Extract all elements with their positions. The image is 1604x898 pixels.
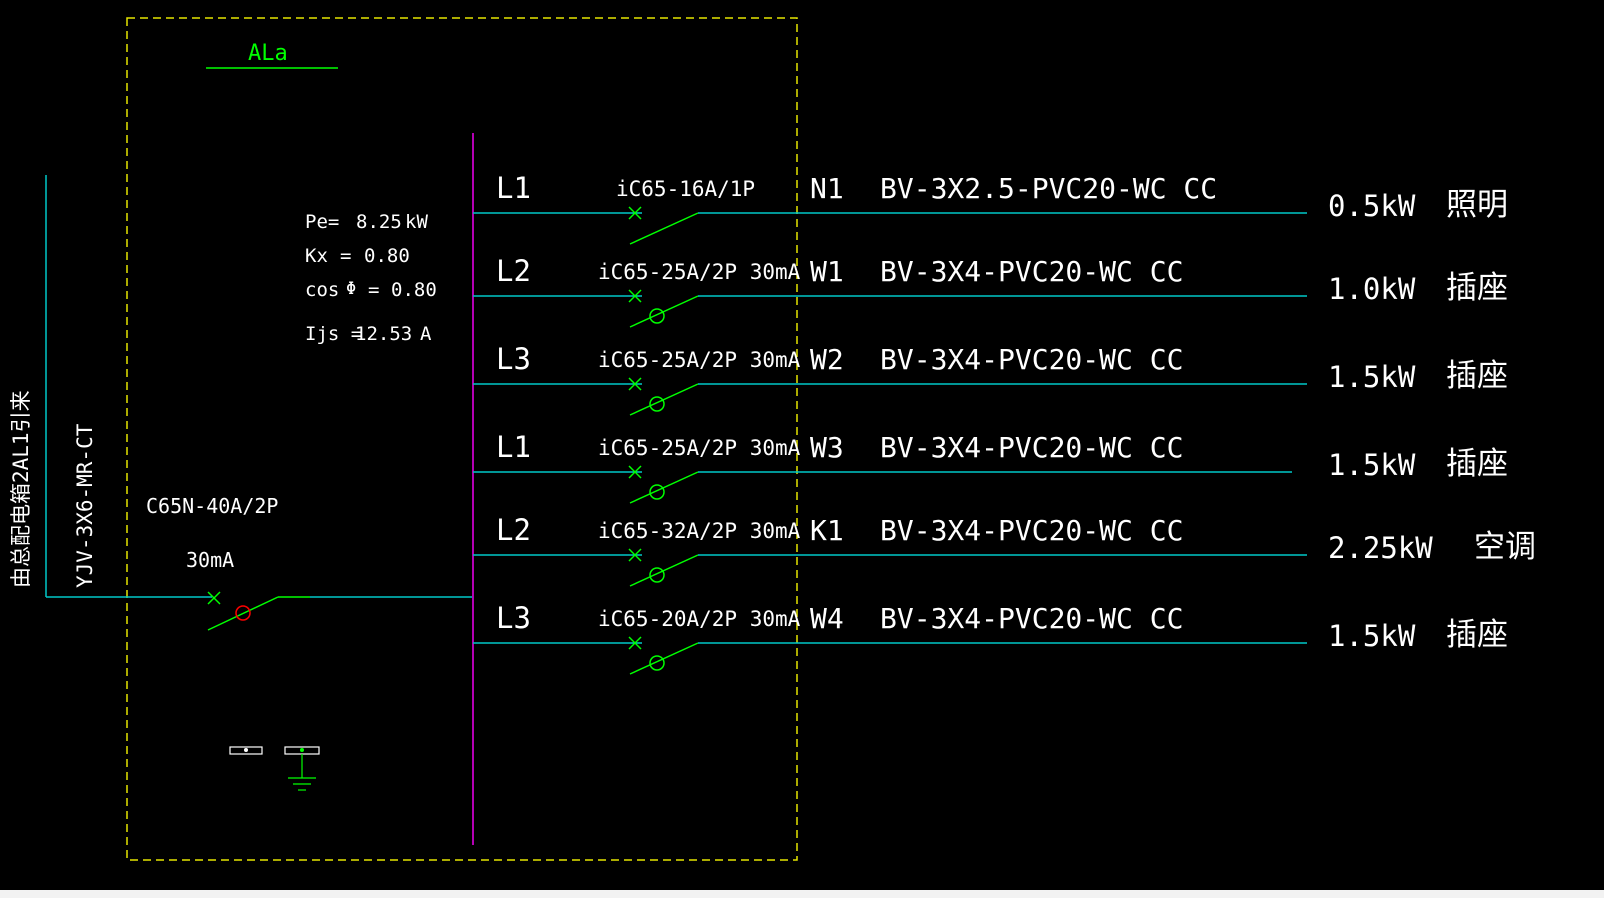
circuit-row: L3 iC65-20A/2P 30mA W4 BV-3X4-PVC20-WC CC 1.…: [473, 601, 1508, 675]
kx-value: 0.80: [364, 245, 410, 267]
panel-parameters: Pe= 8.25 kW Kx = 0.80 cos Φ = 0.80 Ijs =…: [305, 211, 437, 345]
breaker-cross: [628, 636, 642, 650]
breaker-cross: [628, 289, 642, 303]
kx-eq: =: [340, 245, 351, 267]
circuit-cable: BV-3X4-PVC20-WC CC: [880, 514, 1183, 547]
ground-terminal-symbol: [284, 746, 320, 791]
breaker-blade: [629, 212, 699, 245]
rcd-circle: [649, 396, 665, 412]
circuit-breaker-label: iC65-25A/2P 30mA: [598, 436, 801, 460]
circuit-breaker-label: iC65-20A/2P 30mA: [598, 607, 801, 631]
cos-eq: =: [368, 279, 379, 301]
pe-label: Pe=: [305, 211, 339, 233]
breaker-blade: [629, 383, 699, 416]
incoming-cable-label: YJV-3X6-MR-CT: [73, 423, 97, 588]
circuit-power: 2.25kW: [1328, 531, 1433, 565]
circuit-row: L1 iC65-25A/2P 30mA W3 BV-3X4-PVC20-WC CC 1.…: [473, 430, 1508, 504]
circuit-usage: 空调: [1474, 529, 1536, 565]
circuit-id: W1: [810, 255, 844, 288]
breaker-cross: [628, 465, 642, 479]
circuit-id: W3: [810, 431, 844, 464]
circuit-breaker-label: iC65-25A/2P 30mA: [598, 260, 801, 284]
circuit-row: L2 iC65-25A/2P 30mA W1 BV-3X4-PVC20-WC CC 1.…: [473, 254, 1508, 328]
circuit-power: 1.5kW: [1328, 448, 1416, 482]
circuit-id: W4: [810, 602, 844, 635]
circuit-phase: L3: [496, 601, 531, 635]
enclosure-boundary: [126, 17, 798, 861]
cos-phi: Φ: [346, 279, 356, 299]
circuit-breaker-label: iC65-32A/2P 30mA: [598, 519, 801, 543]
circuit-id: N1: [810, 172, 844, 205]
main-rcd-circle: [235, 605, 251, 621]
circuit-power: 1.0kW: [1328, 272, 1416, 306]
circuit-usage: 插座: [1446, 270, 1508, 306]
breaker-blade: [629, 642, 699, 675]
circuit-power: 1.5kW: [1328, 619, 1416, 653]
main-breaker-symbol: [207, 591, 310, 631]
circuit-power: 0.5kW: [1328, 189, 1416, 223]
incoming-source-label: 由总配电箱2AL1引来: [9, 390, 33, 588]
panel-title: ALa: [248, 41, 288, 66]
main-breaker-rcd: 30mA: [186, 548, 234, 572]
circuit-cable: BV-3X2.5-PVC20-WC CC: [880, 172, 1217, 205]
rcd-circle: [649, 655, 665, 671]
breaker-cross: [628, 548, 642, 562]
cos-value: 0.80: [391, 279, 437, 301]
branch-circuits: L1 iC65-16A/1P N1 BV-3X2.5-PVC20-WC CC 0.5kW…: [473, 171, 1536, 675]
cos-label: cos: [305, 279, 339, 301]
rcd-circle: [649, 484, 665, 500]
main-breaker-model: C65N-40A/2P: [146, 494, 278, 518]
circuit-row: L3 iC65-25A/2P 30mA W2 BV-3X4-PVC20-WC CC 1.…: [473, 342, 1508, 416]
circuit-usage: 照明: [1446, 187, 1508, 223]
breaker-blade: [629, 295, 699, 328]
circuit-phase: L3: [496, 342, 531, 376]
circuit-phase: L1: [496, 430, 531, 464]
pe-unit: kW: [405, 211, 428, 233]
kx-label: Kx: [305, 245, 328, 267]
circuit-cable: BV-3X4-PVC20-WC CC: [880, 343, 1183, 376]
circuit-usage: 插座: [1446, 617, 1508, 653]
circuit-usage: 插座: [1446, 446, 1508, 482]
circuit-breaker-label: iC65-25A/2P 30mA: [598, 348, 801, 372]
circuit-cable: BV-3X4-PVC20-WC CC: [880, 602, 1183, 635]
circuit-usage: 插座: [1446, 358, 1508, 394]
neutral-terminal-symbol: [229, 746, 263, 755]
circuit-row: L2 iC65-32A/2P 30mA K1 BV-3X4-PVC20-WC CC 2.…: [473, 513, 1536, 587]
circuit-phase: L2: [496, 254, 531, 288]
circuit-power: 1.5kW: [1328, 360, 1416, 394]
circuit-phase: L1: [496, 171, 531, 205]
circuit-id: W2: [810, 343, 844, 376]
pe-value: 8.25: [356, 211, 402, 233]
bottom-strip: [0, 890, 1604, 898]
breaker-cross: [628, 206, 642, 220]
circuit-phase: L2: [496, 513, 531, 547]
breaker-blade: [629, 554, 699, 587]
circuit-breaker-label: iC65-16A/1P: [616, 177, 755, 201]
circuit-id: K1: [810, 514, 844, 547]
breaker-cross: [628, 377, 642, 391]
rcd-circle: [649, 308, 665, 324]
circuit-row: L1 iC65-16A/1P N1 BV-3X2.5-PVC20-WC CC 0.5kW…: [473, 171, 1508, 245]
ijs-value: 12.53: [355, 323, 412, 345]
circuit-cable: BV-3X4-PVC20-WC CC: [880, 255, 1183, 288]
rcd-circle: [649, 567, 665, 583]
breaker-blade: [629, 471, 699, 504]
ijs-label: Ijs =: [305, 323, 362, 345]
ijs-unit: A: [420, 323, 432, 345]
circuit-cable: BV-3X4-PVC20-WC CC: [880, 431, 1183, 464]
